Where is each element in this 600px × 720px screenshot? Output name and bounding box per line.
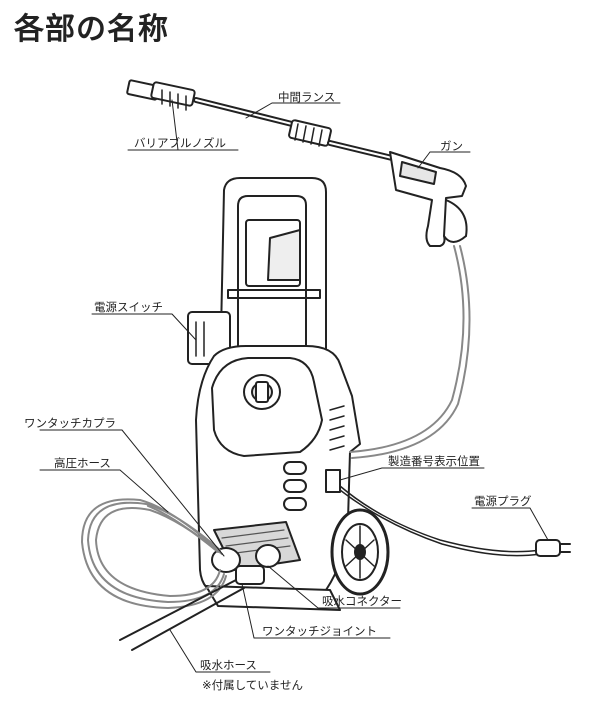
vent-slots	[283, 461, 307, 511]
middle-lance-part	[193, 97, 395, 161]
label-variable-nozzle: バリアブルノズル	[134, 136, 226, 150]
label-gun: ガン	[440, 139, 463, 153]
label-serial-number-location: 製造番号表示位置	[388, 454, 480, 468]
gun-hose	[349, 245, 471, 459]
label-high-pressure-hose: 高圧ホース	[54, 456, 111, 470]
label-power-switch: 電源スイッチ	[94, 300, 163, 314]
suction-hose-part	[119, 579, 245, 651]
power-cord	[339, 485, 571, 557]
variable-nozzle-part	[126, 79, 196, 111]
label-suction-connector: 吸水コネクター	[322, 594, 403, 608]
label-power-plug: 電源プラグ	[474, 494, 532, 508]
label-not-included-note: ※付属していません	[202, 678, 303, 692]
label-one-touch-joint: ワンタッチジョイント	[262, 624, 377, 638]
label-middle-lance: 中間ランス	[278, 90, 336, 104]
label-one-touch-coupler: ワンタッチカプラ	[24, 416, 116, 430]
page-title: 各部の名称	[14, 12, 169, 47]
leader-lines	[39, 99, 549, 673]
washer-body	[187, 177, 390, 611]
gun-part	[389, 151, 468, 247]
label-suction-hose: 吸水ホース	[200, 658, 257, 672]
wheel	[330, 508, 390, 596]
